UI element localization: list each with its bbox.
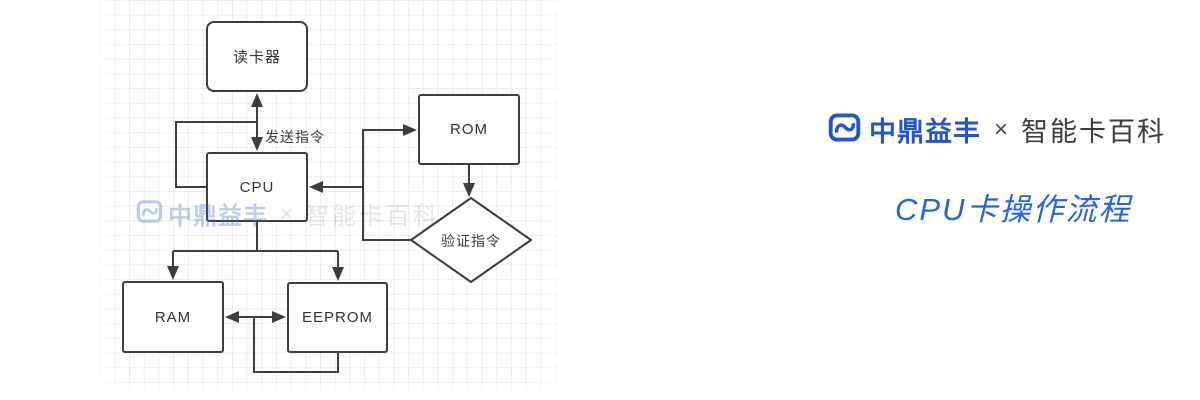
zhongding-logo-icon [828,112,861,148]
flowchart-connectors [167,93,532,373]
brand-name: 中鼎益丰 [869,117,981,147]
edge-ram-eeprom [225,311,286,323]
brand-partner: 智能卡百科 [1021,117,1167,147]
node-verify-label: 验证指令 [441,233,501,249]
edge-loop-eeprom-bottom [253,317,339,373]
node-reader: 读卡器 [206,21,308,92]
edge-rom-verify [463,165,475,197]
grid-fade-right [530,0,578,400]
node-ram: RAM [122,281,224,353]
node-ram-label: RAM [154,308,192,326]
page-title: CPU卡操作流程 [895,192,1132,227]
brand-separator: × [994,115,1009,143]
edge-label-send-command: 发送指令 [265,129,325,145]
grid-fade-left [85,0,127,400]
edge-loop-cpu-left [175,121,257,188]
node-reader-label: 读卡器 [232,49,281,66]
node-rom: ROM [418,94,520,165]
brand-row: 中鼎益丰 × 智能卡百科 [828,110,1166,149]
flowchart-canvas: 读卡器 CPU ROM RAM EEPROM 验证指令 发送指令 中鼎益丰 × … [85,0,578,400]
node-cpu-label: CPU [239,178,275,196]
edge-verify-rom-cpu [309,124,417,241]
node-eeprom-label: EEPROM [301,309,373,326]
grid-fade-bottom [85,378,577,400]
node-verify-shape [410,197,532,283]
node-eeprom: EEPROM [287,282,388,353]
node-cpu: CPU [206,152,308,222]
node-rom-label: ROM [450,121,488,138]
edge-cpu-ram-eeprom [167,222,344,281]
